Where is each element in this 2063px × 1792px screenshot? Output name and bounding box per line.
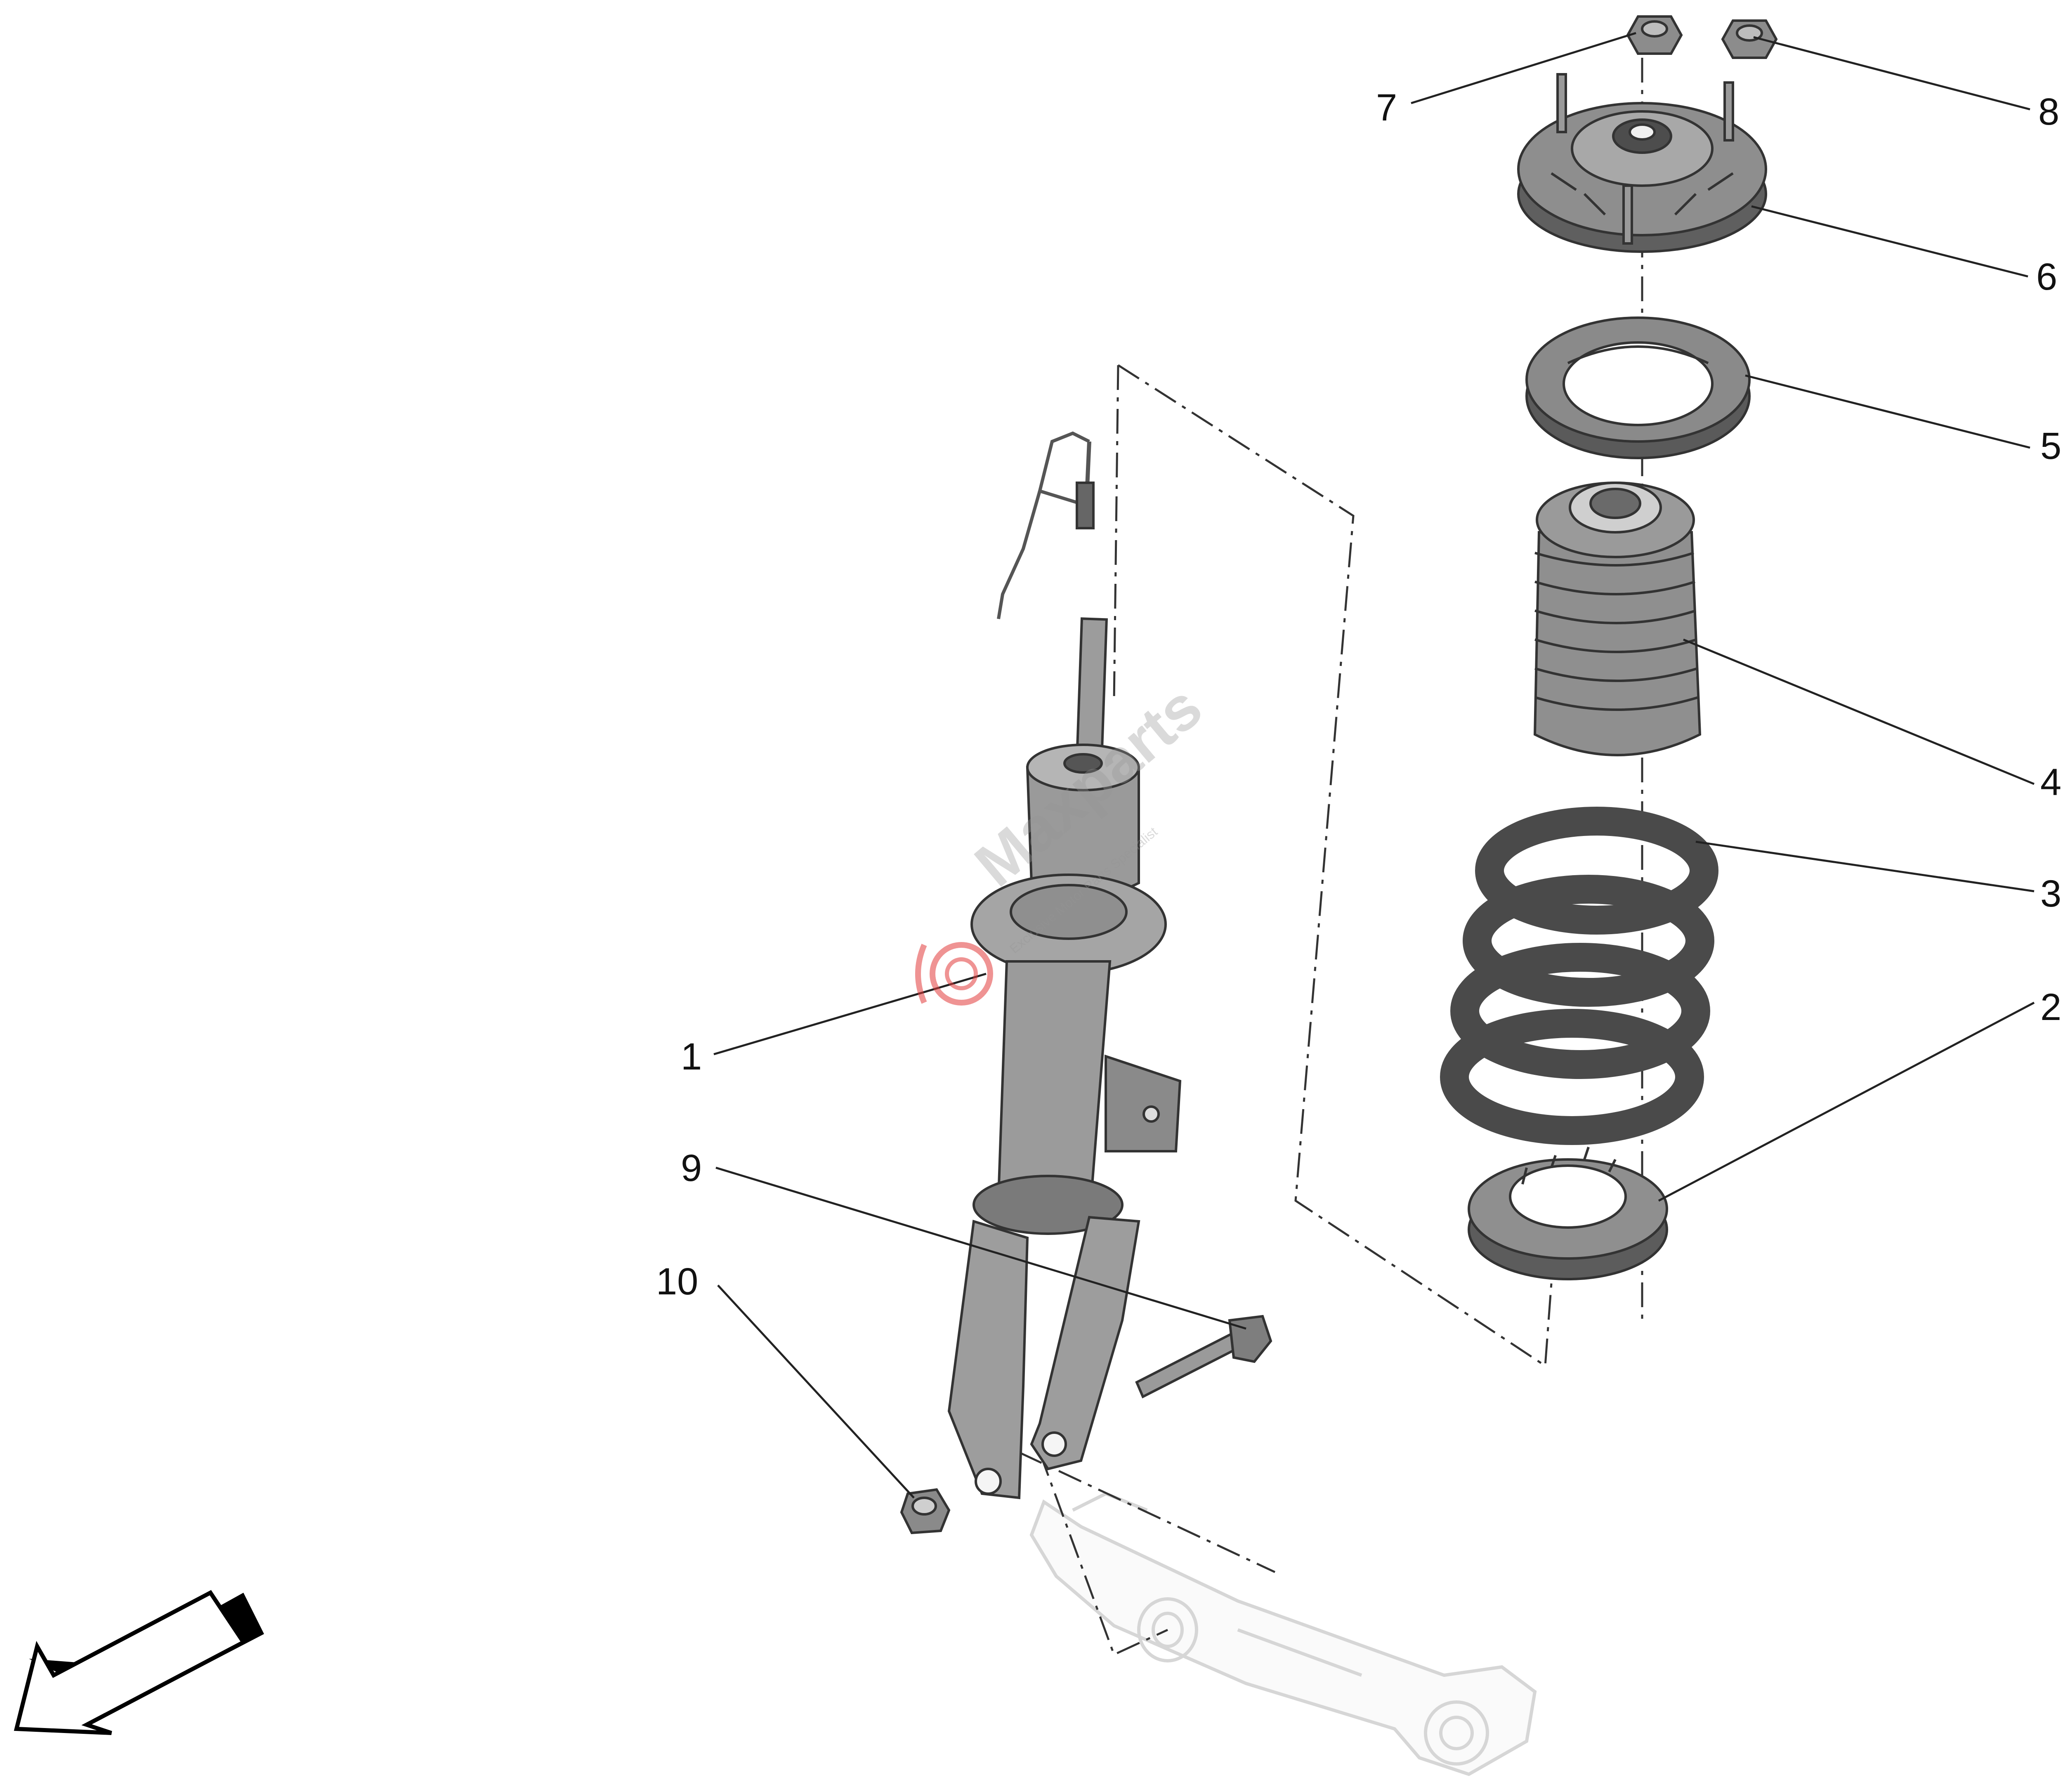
callout-2: 2 (2040, 986, 2062, 1028)
top-mount-nut-7 (1626, 15, 1683, 55)
ghost-control-arm (1029, 1492, 1537, 1776)
callout-3: 3 (2040, 873, 2062, 915)
callout-8: 8 (2038, 91, 2060, 133)
callout-5: 5 (2040, 425, 2062, 467)
callout-10: 10 (656, 1261, 699, 1303)
shock-absorber-strut-1 (947, 431, 1182, 1499)
top-mount-nut-8 (1721, 19, 1778, 59)
fork-bolt-9 (1135, 1315, 1272, 1399)
fork-nut-10 (900, 1488, 951, 1535)
watermark-logo-icon (915, 942, 993, 1006)
dust-boot-4 (1533, 482, 1702, 756)
callout-1: 1 (681, 1036, 702, 1078)
coil-spring-3 (1440, 807, 1718, 1145)
bearing-ring-5 (1525, 316, 1751, 459)
top-strut-mount-6 (1517, 73, 1767, 253)
callout-9: 9 (681, 1147, 702, 1189)
callout-4: 4 (2040, 761, 2062, 803)
leader-lines (713, 32, 2035, 1499)
callout-7: 7 (1376, 87, 1397, 129)
lower-spring-seat-2 (1468, 1147, 1668, 1280)
callout-6: 6 (2036, 256, 2058, 298)
direction-arrow-icon (14, 1590, 264, 1735)
